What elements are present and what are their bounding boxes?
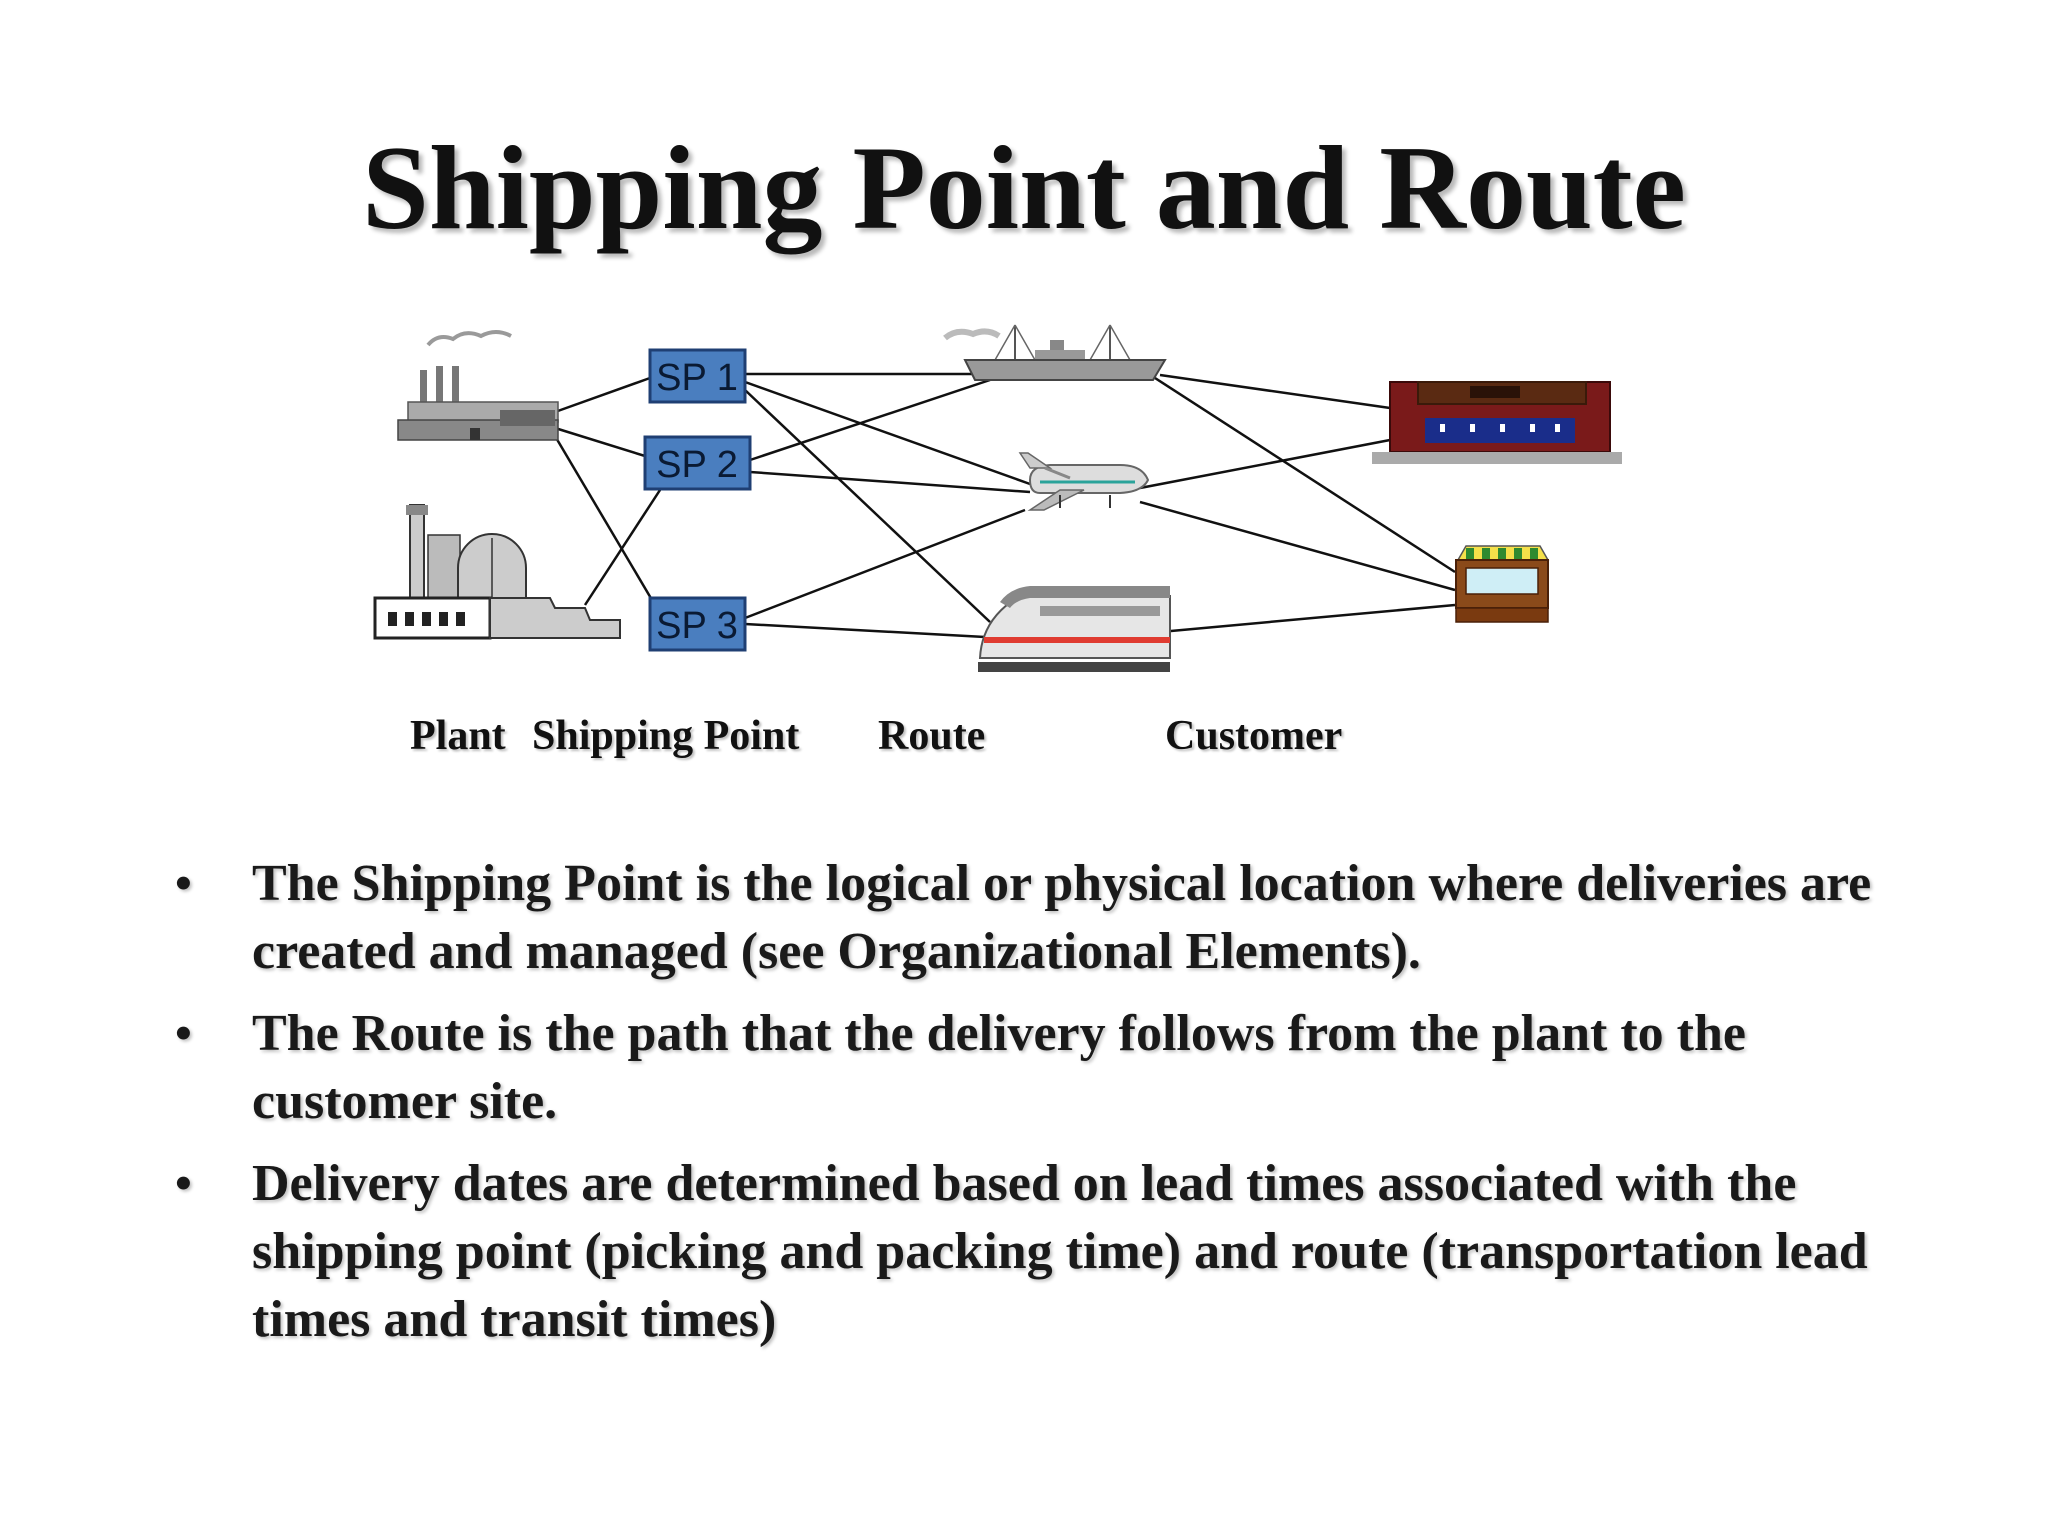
bullet-text: The Route is the path that the delivery … <box>252 1005 1746 1130</box>
shipping-point-box-3: SP 3 <box>648 596 747 652</box>
airplane-icon <box>1018 452 1150 511</box>
label-customer: Customer <box>1165 713 1343 759</box>
slide-title: Shipping Point and Route <box>362 121 1686 254</box>
ship-icon <box>943 324 1167 381</box>
bullet-dot: • <box>175 1157 192 1210</box>
bullet-dot: • <box>175 1007 192 1060</box>
bullet-text: Delivery dates are determined based on l… <box>252 1155 1868 1348</box>
bullet-dot: • <box>175 857 192 910</box>
bullet-item: • The Route is the path that the deliver… <box>170 1000 1930 1136</box>
label-plant: Plant <box>410 713 506 759</box>
sp-label: SP 2 <box>656 444 738 486</box>
store-icon <box>1372 381 1622 464</box>
train-icon <box>978 586 1171 672</box>
sp-label: SP 1 <box>656 357 738 399</box>
connection-lines <box>553 372 1456 639</box>
shipping-point-box-2: SP 2 <box>643 435 752 491</box>
market-stall-icon <box>1455 545 1550 623</box>
bullet-item: • Delivery dates are determined based on… <box>170 1150 1930 1354</box>
bullet-item: • The Shipping Point is the logical or p… <box>170 850 1930 986</box>
sp-label: SP 3 <box>656 605 738 647</box>
power-plant-icon <box>373 504 621 640</box>
bullet-list: • The Shipping Point is the logical or p… <box>170 850 1930 1368</box>
factory-icon <box>397 330 559 441</box>
shipping-point-box-1: SP 1 <box>648 348 747 404</box>
label-route: Route <box>878 713 986 759</box>
label-shipping-point: Shipping Point <box>532 713 800 759</box>
bullet-text: The Shipping Point is the logical or phy… <box>252 855 1872 980</box>
